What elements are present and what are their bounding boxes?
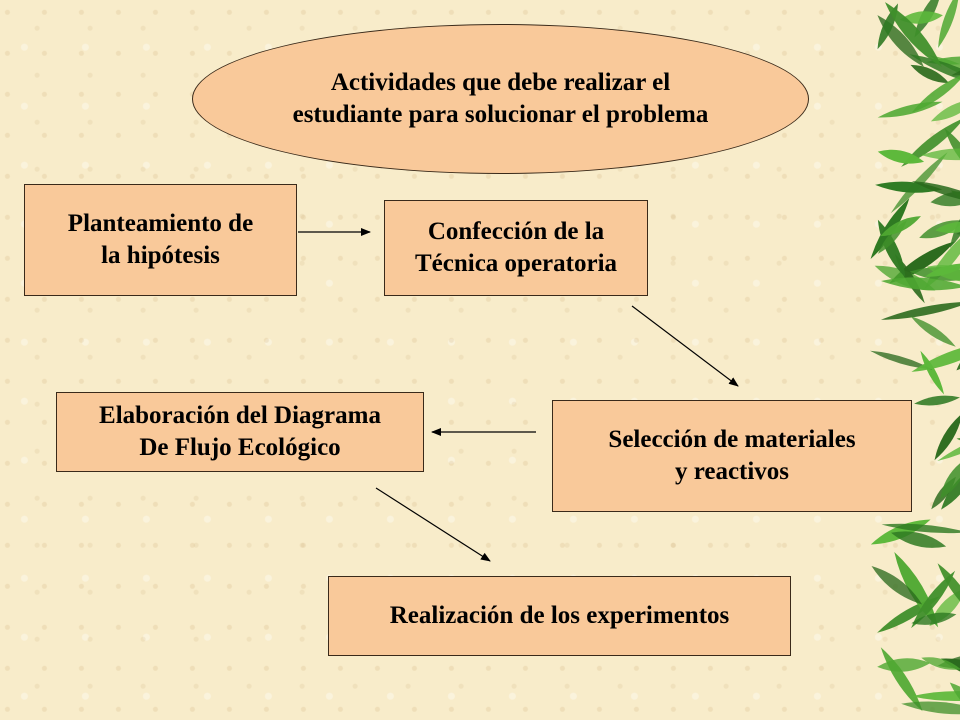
bamboo-leaf xyxy=(911,691,960,702)
bamboo-leaf xyxy=(909,54,960,89)
title-ellipse: Actividades que debe realizar el estudia… xyxy=(192,24,809,174)
node-experimentos-label: Realización de los experimentos xyxy=(389,601,730,629)
bamboo-leaf xyxy=(880,216,921,237)
bamboo-leaf xyxy=(921,148,960,161)
node-experimentos: Realización de los experimentos xyxy=(328,576,791,656)
bamboo-leaf xyxy=(911,341,960,372)
bamboo-leaf xyxy=(881,523,960,534)
bamboo-leaf xyxy=(891,531,947,548)
node-tecnica-label: Confección de la Técnica operatoria xyxy=(414,217,618,278)
bamboo-leaf xyxy=(940,456,960,499)
bamboo-leaves-decoration xyxy=(870,0,960,720)
bamboo-leaf xyxy=(921,657,960,670)
bamboo-leaf xyxy=(938,0,960,48)
bamboo-leaf xyxy=(880,647,923,712)
bamboo-leaf xyxy=(870,350,933,370)
arrow-diagrama-to-experimentos xyxy=(375,487,491,562)
bamboo-leaf xyxy=(911,570,956,629)
bamboo-leaf xyxy=(949,200,960,248)
bamboo-leaf xyxy=(937,563,960,618)
bamboo-leaf xyxy=(935,221,960,234)
bamboo-leaf xyxy=(877,3,899,50)
bamboo-leaf xyxy=(944,128,960,177)
arrow-tecnica-to-seleccion xyxy=(631,305,739,387)
bamboo-leaf xyxy=(920,350,945,395)
bamboo-leaf xyxy=(877,149,925,164)
node-diagrama-label: Elaboración del Diagrama De Flujo Ecológ… xyxy=(99,401,381,462)
node-tecnica: Confección de la Técnica operatoria xyxy=(384,200,648,296)
node-hipotesis-label: Planteamiento de la hipótesis xyxy=(67,209,254,270)
bamboo-leaf xyxy=(901,701,960,715)
node-seleccion: Selección de materiales y reactivos xyxy=(552,400,912,512)
bamboo-leaf xyxy=(880,301,960,320)
node-seleccion-label: Selección de materiales y reactivos xyxy=(608,425,856,486)
bamboo-leaf xyxy=(930,191,960,207)
bamboo-leaf xyxy=(941,466,960,510)
bamboo-leaf xyxy=(926,265,960,282)
bamboo-leaf xyxy=(914,395,960,406)
bamboo-leaf xyxy=(910,316,956,347)
bamboo-leaf xyxy=(937,431,960,461)
bamboo-leaf xyxy=(911,181,960,205)
title-text: Actividades que debe realizar el estudia… xyxy=(292,68,709,129)
bamboo-leaf xyxy=(871,566,923,605)
bamboo-leaf xyxy=(934,413,960,461)
bamboo-leaf xyxy=(877,658,931,672)
bamboo-leaf xyxy=(885,2,942,68)
bamboo-leaf xyxy=(911,73,960,113)
bamboo-leaf xyxy=(911,612,957,625)
bamboo-leaf xyxy=(878,220,907,254)
node-hipotesis: Planteamiento de la hipótesis xyxy=(24,184,297,296)
bamboo-leaf xyxy=(881,277,960,291)
bamboo-leaf xyxy=(910,64,950,84)
bamboo-leaf xyxy=(930,99,960,122)
node-diagrama: Elaboración del Diagrama De Flujo Ecológ… xyxy=(56,392,424,472)
bamboo-leaf xyxy=(899,11,943,24)
